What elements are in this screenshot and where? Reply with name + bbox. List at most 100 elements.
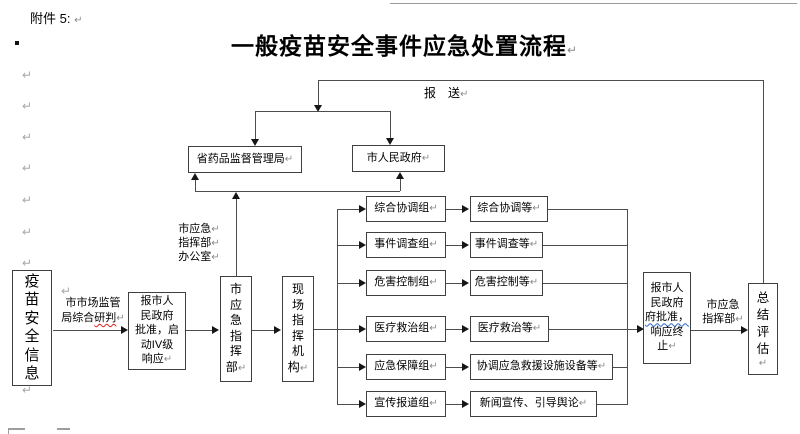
arrowhead <box>359 279 366 287</box>
connector-line <box>337 367 359 368</box>
arrowhead <box>359 241 366 249</box>
city-command-box[interactable]: 市 应 急 指 挥 部↵ <box>220 276 252 382</box>
task-box-medical[interactable]: 医疗救治等↵ <box>470 316 549 342</box>
office-label[interactable]: 办公室↵ <box>178 251 220 263</box>
anchor-dot <box>15 41 19 45</box>
connector-line <box>627 329 637 330</box>
connector-line <box>763 80 764 283</box>
office-label[interactable]: 指挥部↵ <box>178 237 220 249</box>
paragraph-mark: ↵ <box>22 383 33 397</box>
approval-termination-box[interactable]: 报市人 民政府 府批准， 响应终 止↵ <box>643 272 691 364</box>
summary-evaluation-box[interactable]: 总 结 评 估↵ <box>748 283 778 375</box>
arrowhead <box>462 241 469 249</box>
connector-line <box>337 283 359 284</box>
arrowhead <box>396 172 404 179</box>
paragraph-mark: ↵ <box>61 284 72 298</box>
judgement-label[interactable]: 局综合研判↵ <box>61 312 125 324</box>
judgement-label[interactable]: 市市场监管 <box>65 297 121 309</box>
arrowhead <box>462 325 469 333</box>
connector-line <box>691 330 741 331</box>
connector-line <box>446 209 462 210</box>
arrowhead <box>212 326 219 334</box>
connector-line <box>543 245 627 246</box>
group-box-support[interactable]: 应急保障组↵ <box>366 354 446 380</box>
connector-line <box>255 111 391 112</box>
task-box-publicity[interactable]: 新闻宣传、引导舆论↵ <box>470 391 597 417</box>
connector-line <box>337 209 338 405</box>
paragraph-mark: ↵ <box>22 130 33 144</box>
response-level-box[interactable]: 报市人 民政府 批准，启 动IV级 响应↵ <box>128 292 186 370</box>
group-box-investigation[interactable]: 事件调查组↵ <box>366 232 446 258</box>
connector-line <box>337 209 359 210</box>
connector-line <box>400 179 401 191</box>
group-box-medical[interactable]: 医疗救治组↵ <box>366 316 446 342</box>
arrowhead <box>386 138 394 145</box>
connector-line <box>195 180 196 191</box>
connector-line <box>446 404 462 405</box>
connector-line <box>446 367 462 368</box>
command-label[interactable]: 指挥部↵ <box>702 313 744 325</box>
attachment-label: 附件 5: ↵ <box>30 11 83 26</box>
arrowhead <box>274 326 281 334</box>
page-edge-mark <box>57 428 70 430</box>
task-box-hazard-control[interactable]: 危害控制等↵ <box>470 270 543 296</box>
connector-line <box>446 245 462 246</box>
connector-line <box>318 80 763 81</box>
arrowhead <box>462 279 469 287</box>
connector-line <box>446 329 462 330</box>
connector-line <box>446 283 462 284</box>
connector-line <box>337 404 359 405</box>
connector-line <box>255 111 256 139</box>
paragraph-mark: ↵ <box>22 99 33 113</box>
arrowhead <box>462 205 469 213</box>
connector-line <box>186 330 212 331</box>
group-box-hazard-control[interactable]: 危害控制组↵ <box>366 270 446 296</box>
arrowhead <box>462 363 469 371</box>
report-label[interactable]: 报 送↵ <box>424 86 469 100</box>
page-edge-line <box>390 3 797 4</box>
connector-line <box>549 329 627 330</box>
arrowhead <box>191 173 199 180</box>
arrowhead <box>359 325 366 333</box>
arrowhead <box>741 326 748 334</box>
task-box-investigation[interactable]: 事件调查等↵ <box>470 232 543 258</box>
arrowhead <box>359 205 366 213</box>
connector-line <box>548 209 627 210</box>
arrowhead <box>121 326 128 334</box>
task-box-support[interactable]: 协调应急救援设施设备等↵ <box>470 354 613 380</box>
command-label[interactable]: 市应急 <box>706 299 740 311</box>
arrowhead <box>359 363 366 371</box>
connector-line <box>318 80 319 105</box>
paragraph-mark: ↵ <box>22 225 33 239</box>
connector-line <box>195 191 400 192</box>
connector-line <box>53 330 121 331</box>
paragraph-mark: ↵ <box>22 68 33 82</box>
arrowhead <box>251 139 259 146</box>
field-command-box[interactable]: 现 场 指 挥 机 构↵ <box>282 276 314 382</box>
paragraph-mark: ↵ <box>22 256 33 270</box>
paragraph-mark: ↵ <box>22 193 33 207</box>
arrowhead <box>462 400 469 408</box>
city-government-box[interactable]: 市人民政府↵ <box>352 145 445 172</box>
arrowhead <box>232 192 240 199</box>
group-box-publicity[interactable]: 宣传报道组↵ <box>366 391 446 417</box>
connector-line <box>390 111 391 138</box>
group-box-coordination[interactable]: 综合协调组↵ <box>366 196 446 222</box>
arrowhead <box>314 105 322 112</box>
connector-line <box>613 367 627 368</box>
page-edge-mark <box>8 428 9 434</box>
connector-line <box>337 245 359 246</box>
office-label[interactable]: 市应急↵ <box>178 223 220 235</box>
connector-line <box>627 209 628 405</box>
arrowhead <box>359 400 366 408</box>
page-edge-mark <box>8 428 25 430</box>
vaccine-info-box[interactable]: 疫 苗 安 全 信 息 <box>12 270 52 386</box>
connector-line <box>314 329 359 330</box>
connector-line <box>252 330 274 331</box>
paragraph-mark: ↵ <box>22 161 33 175</box>
task-box-coordination[interactable]: 综合协调等↵ <box>470 196 548 222</box>
province-bureau-box[interactable]: 省药品监督管理局↵ <box>188 146 302 173</box>
connector-line <box>597 404 627 405</box>
connector-line <box>543 283 627 284</box>
